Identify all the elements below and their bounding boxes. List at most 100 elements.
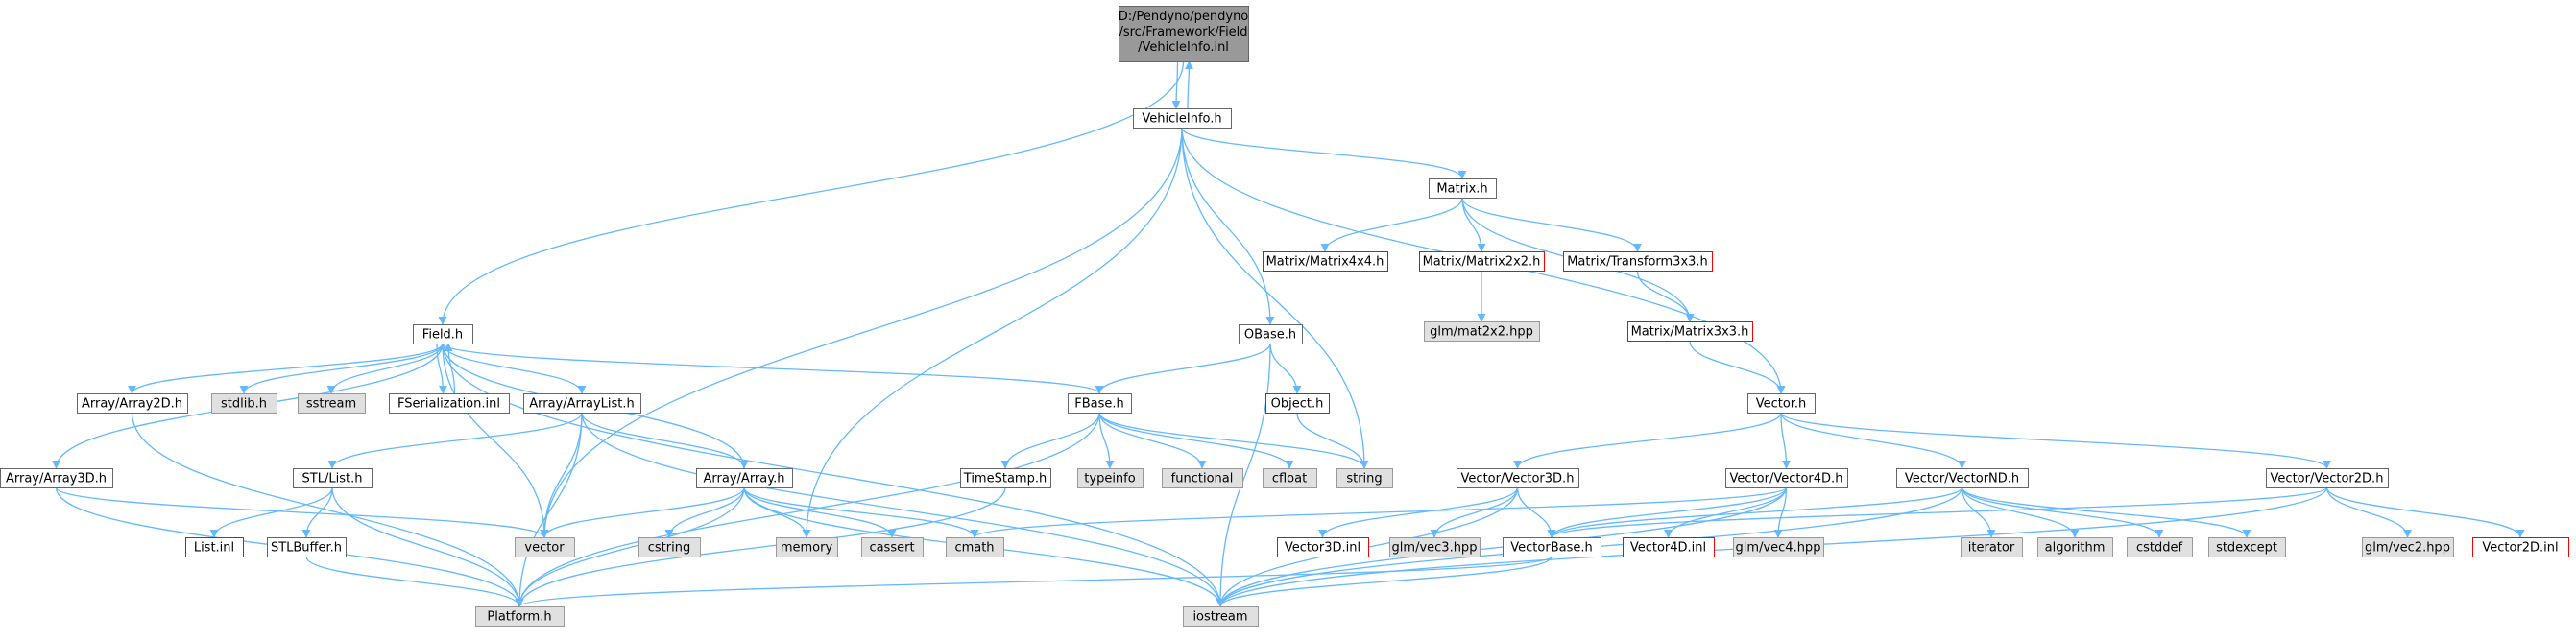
node-box-transform3x3_h[interactable] [1563,251,1713,272]
node-box-typeinfo[interactable] [1077,468,1144,488]
node-box-obase_h[interactable] [1239,324,1303,344]
node-box-iostream[interactable] [1183,606,1259,627]
node-box-array_h[interactable] [696,468,793,488]
node-box-vectorbase_h[interactable] [1503,537,1601,557]
node-stl_list_h[interactable]: STL/List.h [293,468,373,488]
node-memory[interactable]: memory [776,537,838,557]
node-fserialization_inl[interactable]: FSerialization.inl [389,393,510,414]
node-box-memory[interactable] [776,537,838,557]
node-box-list_inl[interactable] [185,537,244,557]
node-vector3d_h[interactable]: Vector/Vector3D.h [1457,468,1579,488]
node-box-matrix2x2_h[interactable] [1419,251,1545,272]
node-box-vector4d_inl[interactable] [1623,537,1715,557]
node-object_h[interactable]: Object.h [1265,393,1330,414]
node-box-array3d_h[interactable] [0,468,113,488]
node-box-vector2d_h[interactable] [2266,468,2389,488]
node-obase_h[interactable]: OBase.h [1239,324,1303,344]
node-box-cmath[interactable] [946,537,1004,557]
node-box-algorithm[interactable] [2037,537,2113,557]
node-box-timestamp_h[interactable] [960,468,1051,488]
node-box-vector2d_inl[interactable] [2472,537,2569,557]
node-vec2_hpp[interactable]: glm/vec2.hpp [2362,537,2454,557]
node-algorithm[interactable]: algorithm [2037,537,2113,557]
node-platform_h[interactable]: Platform.h [475,606,565,627]
node-box-fserialization_inl[interactable] [389,393,510,414]
node-box-vector_std[interactable] [515,537,575,557]
node-matrix3x3_h[interactable]: Matrix/Matrix3x3.h [1627,321,1753,342]
node-box-cstddef[interactable] [2127,537,2193,557]
node-iterator[interactable]: iterator [1961,537,2023,557]
node-box-mat2x2_hpp[interactable] [1424,321,1540,342]
node-box-vec4_hpp[interactable] [1733,537,1824,557]
node-vector_std[interactable]: vector [515,537,575,557]
node-vec3_hpp[interactable]: glm/vec3.hpp [1389,537,1481,557]
node-matrix4x4_h[interactable]: Matrix/Matrix4x4.h [1263,251,1388,272]
node-timestamp_h[interactable]: TimeStamp.h [960,468,1051,488]
node-fbase_h[interactable]: FBase.h [1068,393,1132,414]
node-box-stlbuffer_h[interactable] [267,537,347,557]
node-box-vec2_hpp[interactable] [2362,537,2454,557]
node-box-field_h[interactable] [413,324,473,344]
node-cstddef[interactable]: cstddef [2127,537,2193,557]
node-box-functional[interactable] [1162,468,1243,488]
node-vec4_hpp[interactable]: glm/vec4.hpp [1733,537,1824,557]
node-vector2d_inl[interactable]: Vector2D.inl [2472,537,2569,557]
node-vector4d_inl[interactable]: Vector4D.inl [1623,537,1715,557]
node-box-string[interactable] [1336,468,1393,488]
node-vector_h[interactable]: Vector.h [1747,393,1816,414]
node-functional[interactable]: functional [1162,468,1243,488]
node-box-vector4d_h[interactable] [1725,468,1848,488]
node-matrix_h[interactable]: Matrix.h [1429,178,1497,199]
node-vectornd_h[interactable]: Vector/VectorND.h [1896,468,2029,488]
node-box-stl_list_h[interactable] [293,468,373,488]
node-array_h[interactable]: Array/Array.h [696,468,793,488]
node-vectorbase_h[interactable]: VectorBase.h [1503,537,1601,557]
node-cfloat[interactable]: cfloat [1263,468,1317,488]
node-cassert[interactable]: cassert [861,537,924,557]
node-cmath[interactable]: cmath [946,537,1004,557]
node-stlbuffer_h[interactable]: STLBuffer.h [267,537,347,557]
node-vector3d_inl[interactable]: Vector3D.inl [1277,537,1369,557]
node-box-matrix_h[interactable] [1429,178,1497,199]
node-box-cfloat[interactable] [1263,468,1317,488]
node-transform3x3_h[interactable]: Matrix/Transform3x3.h [1563,251,1713,272]
node-list_inl[interactable]: List.inl [185,537,244,557]
node-matrix2x2_h[interactable]: Matrix/Matrix2x2.h [1419,251,1545,272]
node-box-arraylist_h[interactable] [523,393,641,414]
node-string[interactable]: string [1336,468,1393,488]
node-sstream[interactable]: sstream [298,393,366,414]
node-box-stdexcept[interactable] [2208,537,2286,557]
node-box-matrix4x4_h[interactable] [1263,251,1388,272]
node-field_h[interactable]: Field.h [413,324,473,344]
node-box-cassert[interactable] [861,537,924,557]
node-array2d_h[interactable]: Array/Array2D.h [77,393,188,414]
node-typeinfo[interactable]: typeinfo [1077,468,1144,488]
node-box-stdlib_h[interactable] [211,393,277,414]
node-array3d_h[interactable]: Array/Array3D.h [0,468,113,488]
node-box-vector_h[interactable] [1747,393,1816,414]
node-vector4d_h[interactable]: Vector/Vector4D.h [1725,468,1848,488]
node-box-root[interactable] [1119,6,1249,62]
node-arraylist_h[interactable]: Array/ArrayList.h [523,393,641,414]
node-root[interactable]: D:/Pendyno/pendyno/src/Framework/Field/V… [1119,6,1249,62]
node-box-sstream[interactable] [298,393,366,414]
node-iostream[interactable]: iostream [1183,606,1259,627]
node-box-vehicleinfo_h[interactable] [1133,108,1232,129]
node-stdlib_h[interactable]: stdlib.h [211,393,277,414]
node-box-array2d_h[interactable] [77,393,188,414]
node-box-matrix3x3_h[interactable] [1627,321,1753,342]
node-box-fbase_h[interactable] [1068,393,1132,414]
node-box-vector3d_inl[interactable] [1277,537,1369,557]
node-box-platform_h[interactable] [475,606,565,627]
node-box-vectornd_h[interactable] [1896,468,2029,488]
node-vector2d_h[interactable]: Vector/Vector2D.h [2266,468,2389,488]
node-mat2x2_hpp[interactable]: glm/mat2x2.hpp [1424,321,1540,342]
node-stdexcept[interactable]: stdexcept [2208,537,2286,557]
node-box-vector3d_h[interactable] [1457,468,1579,488]
node-box-vec3_hpp[interactable] [1389,537,1481,557]
node-cstring[interactable]: cstring [638,537,701,557]
node-box-cstring[interactable] [638,537,701,557]
node-vehicleinfo_h[interactable]: VehicleInfo.h [1133,108,1232,129]
node-box-object_h[interactable] [1265,393,1330,414]
node-box-iterator[interactable] [1961,537,2023,557]
